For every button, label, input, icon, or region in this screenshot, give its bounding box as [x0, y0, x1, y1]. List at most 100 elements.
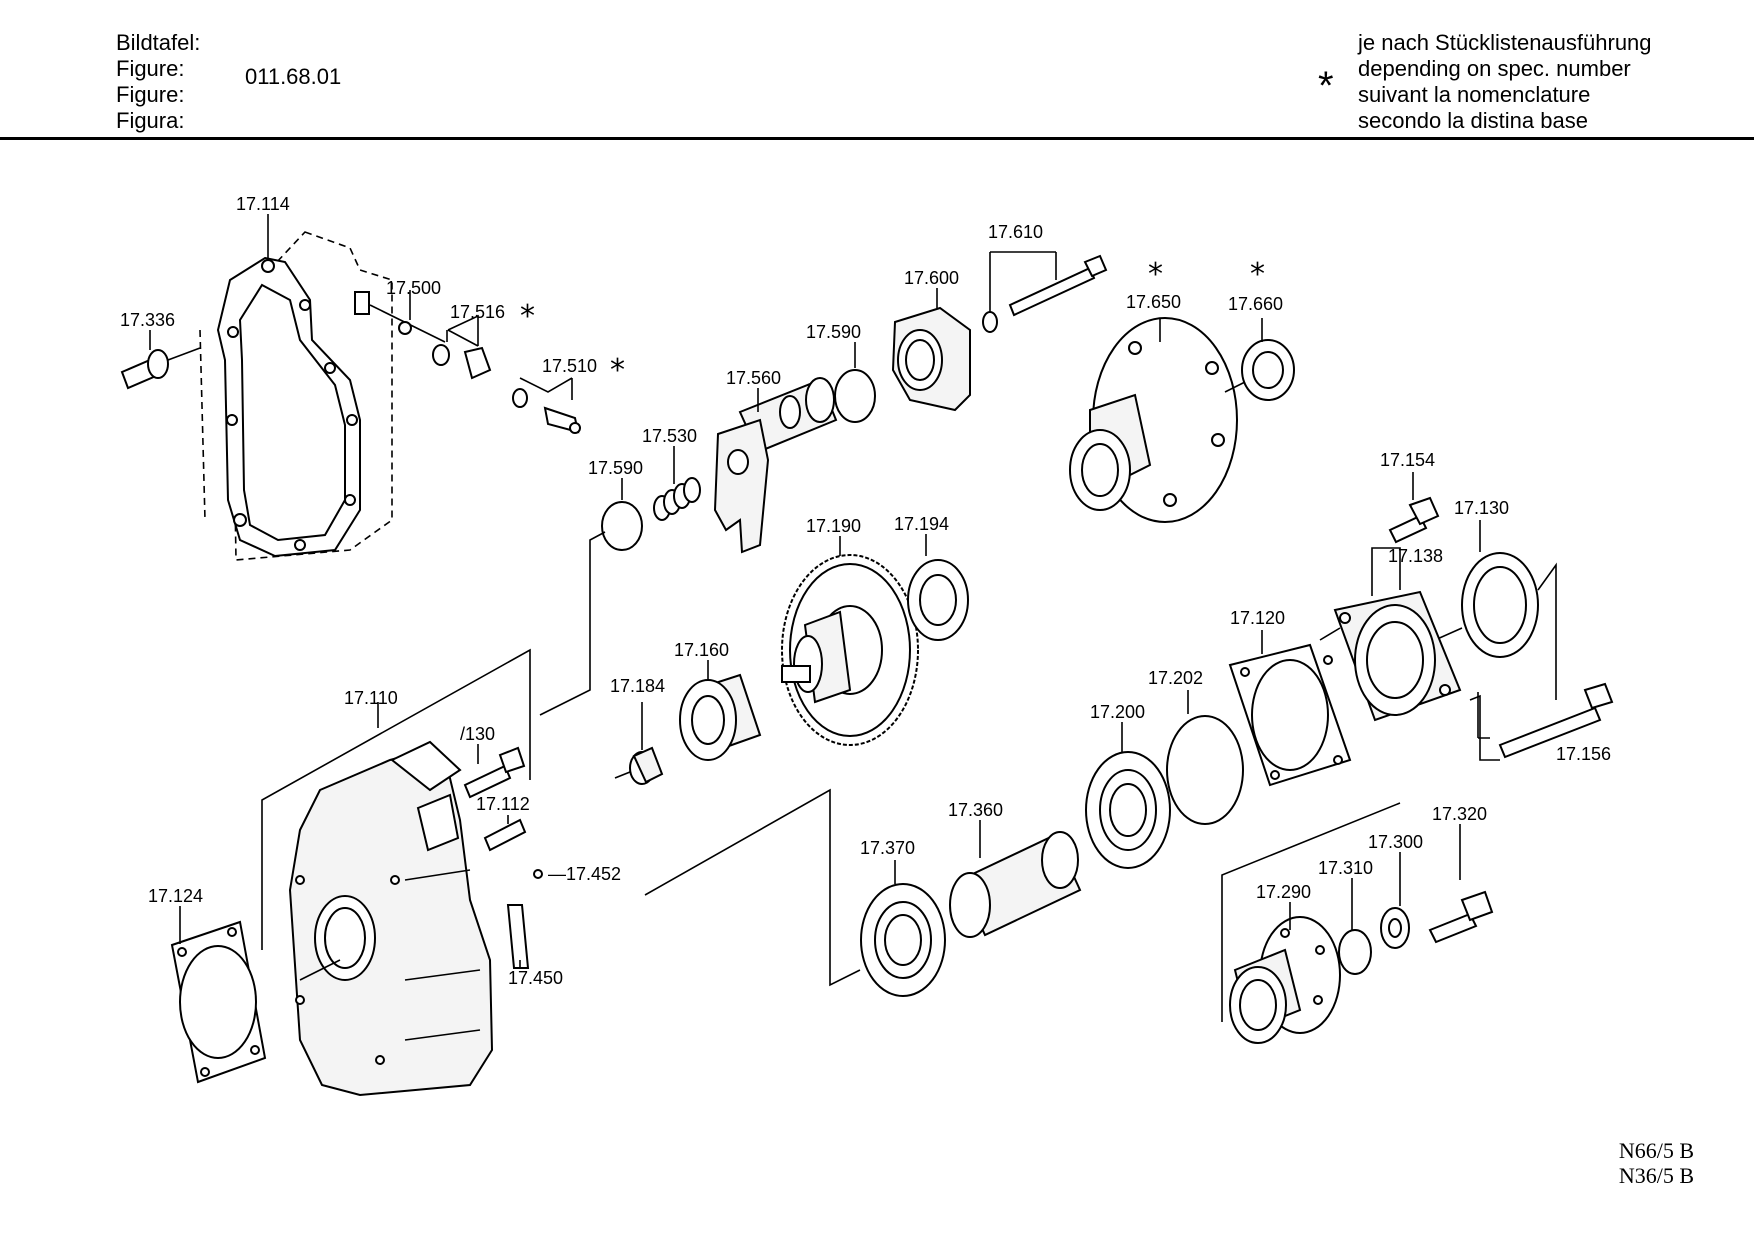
part-label-17-336: 17.336 — [120, 310, 175, 330]
part-label-17-610: 17.610 — [988, 222, 1043, 242]
part-label-17-138: 17.138 — [1388, 546, 1443, 566]
gasket-17-120-drawing — [1228, 643, 1352, 787]
screw-17-452-drawing — [533, 869, 543, 879]
part-label-17-112: 17.112 — [476, 794, 530, 814]
bracket-17-110 — [261, 648, 531, 950]
o-ring-17-310 — [1338, 929, 1372, 975]
part-label-17-660: 17.660 — [1228, 294, 1283, 314]
bolt-17-156-drawing — [1498, 682, 1614, 759]
plate-17-450-drawing — [506, 904, 530, 969]
part-label-17-452: —17.452 — [548, 864, 621, 884]
pin-17-112-drawing — [483, 818, 527, 852]
flange-17-650-drawing — [1069, 317, 1238, 523]
gear-17-190-drawing — [781, 554, 919, 746]
leader-17-510 — [519, 377, 573, 400]
header-labels: Bildtafel: Figure: Figure: Figura: — [116, 30, 200, 134]
part-label-17-194: 17.194 — [894, 514, 949, 534]
spec-note-fr: suivant la nomenclature — [1358, 82, 1591, 107]
spec-notes: je nach Stücklistenausführung depending … — [1358, 30, 1652, 134]
spec-mark-17-510: * — [610, 353, 625, 388]
part-label-17-360: 17.360 — [948, 800, 1003, 820]
axis-17-660 — [1224, 381, 1246, 393]
part-label-17-516: 17.516 — [450, 302, 505, 322]
bracket-mid-group — [644, 788, 861, 987]
bearing-17-370-drawing — [860, 883, 946, 997]
part-label-17-120: 17.120 — [1230, 608, 1285, 628]
shaft-17-360-drawing — [949, 831, 1082, 938]
spec-mark-17-516: * — [520, 299, 535, 334]
bolt-17-320-drawing — [1428, 890, 1494, 944]
seal-17-130-drawing — [1461, 552, 1539, 658]
cover-17-138-drawing — [1333, 590, 1462, 722]
part-label-17-600: 17.600 — [904, 268, 959, 288]
part-label-17-154: 17.154 — [1380, 450, 1435, 470]
part-label-17-160: 17.160 — [674, 640, 729, 660]
part-label-17-202: 17.202 — [1148, 668, 1203, 688]
part-label-17-590-upper: 17.590 — [806, 322, 861, 342]
part-label-17-200: 17.200 — [1090, 702, 1145, 722]
part-label-17-500: 17.500 — [386, 278, 441, 298]
axis-17-184 — [614, 771, 631, 779]
part-label-17-310: 17.310 — [1318, 858, 1373, 878]
part-label-17-110: 17.110 — [344, 688, 398, 708]
header-divider — [0, 137, 1754, 140]
bearing-17-160-drawing — [679, 673, 762, 761]
spec-note-de: je nach Stücklistenausführung — [1358, 30, 1652, 55]
part-label-17-590-lower: 17.590 — [588, 458, 643, 478]
header-label-figure-en: Figure: — [116, 56, 185, 81]
part-label-17-530: 17.530 — [642, 426, 697, 446]
figure-number: 011.68.01 — [245, 64, 342, 89]
o-ring-17-202 — [1166, 715, 1244, 825]
axis-17-110 — [299, 959, 341, 981]
bracket-17-590 — [539, 531, 606, 716]
leader-17-138 — [1319, 547, 1500, 761]
spec-note-en: depending on spec. number — [1358, 56, 1631, 81]
part-label-17-650: 17.650 — [1126, 292, 1181, 312]
part-label-17-114: 17.114 — [236, 194, 290, 214]
housing-17-110-drawing — [288, 740, 494, 1097]
shift-shaft-17-560-drawing — [713, 377, 838, 554]
needle-cage-17-184-drawing — [629, 746, 664, 785]
part-label-17-290: 17.290 — [1256, 882, 1311, 902]
bearing-17-194-drawing — [907, 559, 969, 641]
bolt-17-336-drawing — [120, 347, 201, 390]
seal-17-660-drawing — [1241, 339, 1295, 401]
bolt-130-drawing — [463, 746, 526, 799]
part-label-17-370: 17.370 — [860, 838, 915, 858]
leader-17-610 — [989, 251, 1057, 312]
part-label-17-156: 17.156 — [1556, 744, 1611, 764]
spec-asterisk-legend: * — [1318, 64, 1334, 108]
spec-note-it: secondo la distina base — [1358, 108, 1588, 133]
header-label-figure-fr: Figure: — [116, 82, 185, 107]
part-label-17-560: 17.560 — [726, 368, 781, 388]
model-code-1: N66/5 B — [1618, 1138, 1694, 1163]
part-label-17-300: 17.300 — [1368, 832, 1423, 852]
part-label-17-510: 17.510 — [542, 356, 597, 376]
part-label-17-450: 17.450 — [508, 968, 563, 988]
bracket-17-290 — [1221, 802, 1401, 1022]
part-label-17-184: 17.184 — [610, 676, 665, 696]
washer-17-300-drawing — [1380, 907, 1410, 949]
spec-mark-17-650: * — [1148, 257, 1163, 292]
spring-17-530-drawing — [653, 477, 701, 521]
model-code-2: N36/5 B — [1618, 1163, 1694, 1188]
part-label-17-130: 17.130 — [1454, 498, 1509, 518]
header-label-figura: Figura: — [116, 108, 185, 133]
bearing-17-200-drawing — [1085, 751, 1171, 869]
leader-17-516 — [447, 314, 479, 347]
model-codes: N66/5 B N36/5 B — [1619, 1138, 1694, 1188]
bolt-17-610-drawing — [982, 254, 1108, 333]
o-ring-17-590-upper — [834, 369, 876, 423]
bolt-17-154-drawing — [1388, 496, 1440, 544]
cover-17-600-drawing — [891, 306, 971, 412]
header-label-bildtafel: Bildtafel: — [116, 30, 201, 55]
breather-parts-drawing — [354, 290, 581, 434]
flange-17-290-drawing — [1229, 916, 1341, 1044]
o-ring-17-590-lower — [601, 501, 643, 551]
part-label-17-190: 17.190 — [806, 516, 861, 536]
part-label-130: /130 — [460, 724, 495, 744]
gasket-17-124-drawing — [170, 920, 267, 1084]
part-label-17-124: 17.124 — [148, 886, 203, 906]
spec-mark-17-660: * — [1250, 257, 1265, 292]
